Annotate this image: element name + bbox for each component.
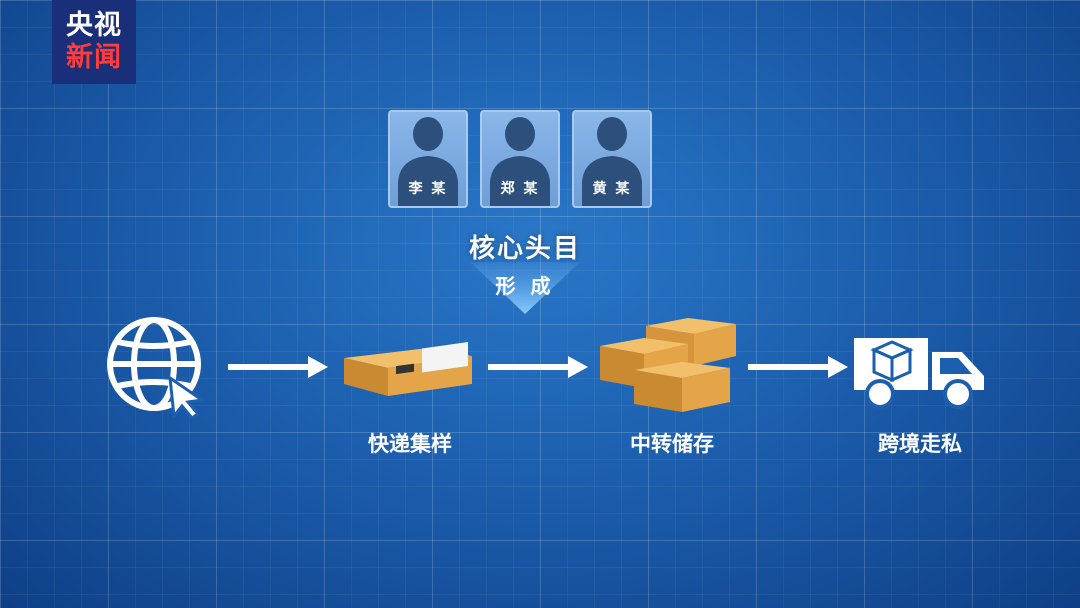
- form-label: 形 成: [495, 274, 555, 298]
- suspect-name: 郑 某: [500, 181, 540, 197]
- logo-line-2: 新闻: [66, 42, 122, 73]
- globe-cursor-icon: [107, 317, 207, 418]
- delivery-truck-icon: [854, 338, 984, 409]
- stacked-boxes-icon: [600, 318, 736, 412]
- arrow-right-icon: [748, 356, 848, 378]
- cctv-news-logo: 央视 新闻: [52, 0, 136, 84]
- logo-line-1: 央视: [66, 10, 122, 41]
- step-label-4: 跨境走私: [878, 432, 962, 456]
- person-silhouette-icon: [398, 117, 458, 206]
- parcel-box-icon: [344, 342, 472, 396]
- box-on-truck-icon: [870, 340, 914, 383]
- suspect-card-1: 李 某: [388, 110, 468, 208]
- suspect-name: 黄 某: [592, 181, 632, 197]
- arrow-right-icon: [228, 356, 328, 378]
- step-label-3: 中转储存: [630, 432, 714, 456]
- core-leader-title: 核心头目: [468, 234, 581, 264]
- person-silhouette-icon: [490, 117, 550, 206]
- arrow-right-icon: [488, 356, 588, 378]
- suspect-group: 李 某 郑 某 黄 某: [388, 110, 652, 208]
- step-label-2: 快递集样: [368, 432, 452, 456]
- downward-triangle: [470, 262, 580, 314]
- suspect-card-2: 郑 某: [480, 110, 560, 208]
- person-silhouette-icon: [582, 117, 642, 206]
- suspect-name: 李 某: [408, 181, 448, 197]
- suspect-card-3: 黄 某: [572, 110, 652, 208]
